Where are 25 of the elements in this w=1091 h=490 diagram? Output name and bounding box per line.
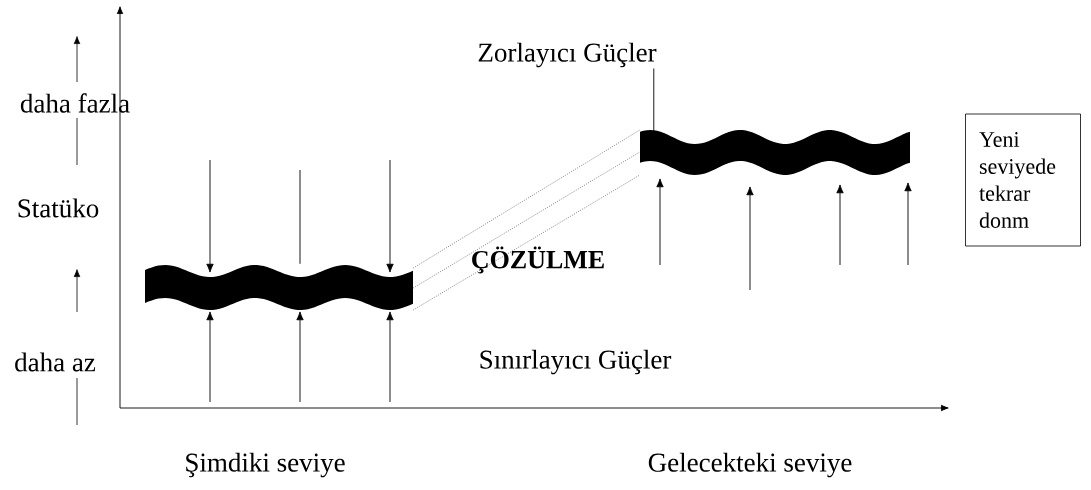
link-line (412, 174, 641, 311)
force-arrow (206, 311, 214, 403)
wavy-band (640, 130, 910, 175)
force-arrow (836, 184, 844, 266)
link-line (412, 151, 641, 289)
scale-label: Statüko (18, 198, 99, 218)
force-arrow (656, 178, 664, 266)
force-arrow (386, 159, 394, 273)
force-label: Zorlayıcı Güçler (478, 42, 657, 68)
force-line (299, 169, 301, 265)
scale-label: daha fazla (20, 93, 130, 113)
force-arrow (746, 186, 754, 291)
force-arrow (904, 182, 912, 266)
force-arrow (206, 159, 214, 273)
link-line (412, 129, 641, 269)
scale-label: daha az (15, 352, 96, 372)
force-line (653, 68, 655, 134)
force-arrow (296, 311, 304, 403)
force-label: Sınırlayıcı Güçler (480, 349, 672, 375)
phase-label: ÇÖZÜLME (472, 246, 604, 274)
text-box: Yeni seviyede tekrar donm (965, 113, 1081, 247)
force-arrow (386, 311, 394, 403)
wavy-band (145, 265, 413, 310)
axis-label: Gelecekteki seviye (648, 452, 852, 478)
axis-label: Şimdiki seviye (186, 452, 345, 478)
